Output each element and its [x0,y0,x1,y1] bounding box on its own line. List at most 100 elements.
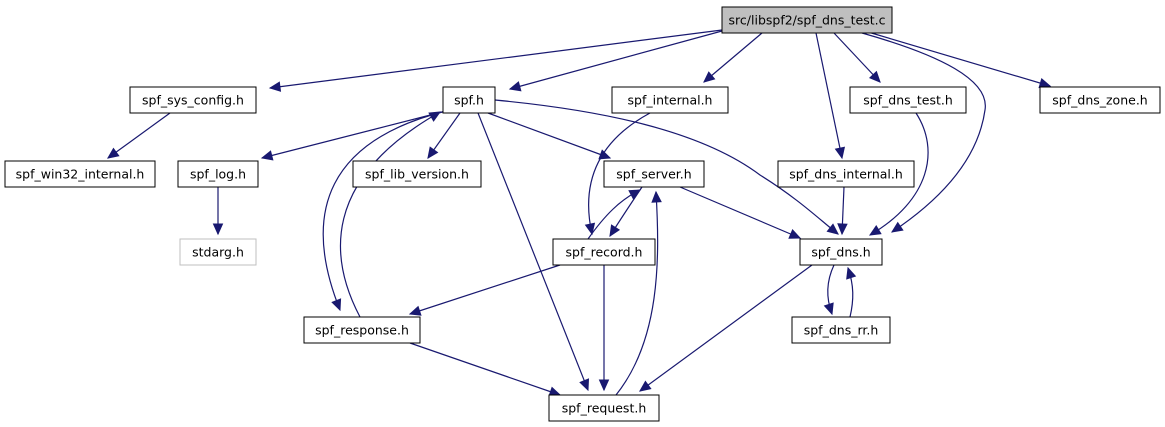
node-box [548,394,660,422]
edge-spf-dns-h-to-spf-request-h [639,264,813,392]
node-label: spf_dns_test.h [863,93,953,108]
node-box [177,160,259,188]
node-label: src/libspf2/spf_dns_test.c [729,13,886,28]
node-spf-dns-h[interactable]: spf_dns.h [799,238,883,266]
edge-spf-request-h-to-spf-server-h [615,191,659,396]
node-box [721,6,893,34]
node-box [849,86,967,114]
edge-spf-h-to-spf-request-h-arrowhead [579,378,590,392]
edge-spf-response-h-to-spf-h [339,111,441,318]
node-spf-internal-h[interactable]: spf_internal.h [611,86,729,114]
node-label: spf_response.h [315,323,409,338]
node-label: spf_dns_zone.h [1052,93,1147,108]
edge-spf-h-to-spf-request-h [477,112,589,391]
edge-spf-internal-h-to-spf-record-h-arrowhead [584,222,596,236]
edge-spf-h-to-spf-response-h [322,110,447,311]
node-box [611,86,729,114]
edge-spf-dns-test-h-to-spf-dns-h-arrowhead [868,225,882,236]
node-label: spf.h [454,93,484,108]
edge-src-libspf2-spf-dns-test-c-to-spf-dns-zone-h-arrowhead [1038,77,1052,89]
edge-src-libspf2-spf-dns-test-c-to-spf-dns-test-h [833,32,881,83]
node-box [129,86,257,114]
node-label: spf_win32_internal.h [16,167,145,182]
edge-spf-log-h-to-stdarg-h-arrowhead [212,223,224,236]
node-box [303,316,421,344]
edge-spf-record-h-to-spf-response-h-arrowhead [408,305,422,316]
edge-spf-h-to-spf-dns-h [494,99,839,235]
edge-src-libspf2-spf-dns-test-c-to-spf-dns-internal-h-arrowhead [834,146,846,160]
node-stdarg-h: stdarg.h [179,238,257,266]
node-label: stdarg.h [192,245,244,260]
node-box [799,238,883,266]
edge-src-libspf2-spf-dns-test-c-to-spf-h-arrowhead [508,81,522,92]
node-box [352,160,482,188]
node-box [603,160,705,188]
node-box [442,86,496,114]
edge-src-libspf2-spf-dns-test-c-to-spf-dns-zone-h [867,31,1051,87]
node-spf-dns-internal-h[interactable]: spf_dns_internal.h [777,160,915,188]
node-spf-server-h[interactable]: spf_server.h [603,160,705,188]
edge-spf-record-h-to-spf-server-h-arrowhead [628,189,642,200]
edge-src-libspf2-spf-dns-test-c-to-spf-h [509,30,723,90]
node-label: spf_dns_rr.h [804,323,879,338]
edge-src-libspf2-spf-dns-test-c-to-spf-dns-internal-h [815,32,843,159]
edge-src-libspf2-spf-dns-test-c-to-spf-dns-h [861,32,986,233]
node-label: spf_dns.h [811,245,870,260]
node-spf-response-h[interactable]: spf_response.h [303,316,421,344]
edge-spf-dns-internal-h-to-spf-dns-h-arrowhead [837,223,848,236]
node-label: spf_dns_internal.h [789,167,903,182]
node-src-libspf2-spf-dns-test-c[interactable]: src/libspf2/spf_dns_test.c [721,6,893,34]
edge-src-libspf2-spf-dns-test-c-to-spf-sys-config-h [269,29,723,89]
node-label: spf_internal.h [628,93,713,108]
edge-spf-sys-config-h-to-spf-win32-internal-h [107,112,171,159]
node-spf-sys-config-h[interactable]: spf_sys_config.h [129,86,257,114]
edge-spf-h-to-spf-response-h-arrowhead [331,298,342,312]
edge-spf-request-h-to-spf-server-h-arrowhead [651,190,662,203]
edge-spf-response-h-to-spf-request-h [409,342,561,396]
edge-spf-record-h-to-spf-request-h-arrowhead [598,379,610,392]
nodes-layer: src/libspf2/spf_dns_test.c spf_sys_config… [4,6,1161,422]
edge-src-libspf2-spf-dns-test-c-to-spf-dns-test-h-arrowhead [868,70,881,83]
node-spf-record-h[interactable]: spf_record.h [552,238,656,266]
edge-spf-h-to-spf-dns-h-arrowhead [826,223,839,235]
node-spf-dns-test-h[interactable]: spf_dns_test.h [849,86,967,114]
edge-src-libspf2-spf-dns-test-c-to-spf-internal-h-arrowhead [703,71,716,83]
node-label: spf_request.h [562,401,647,416]
node-label: spf_record.h [566,245,643,260]
edge-spf-dns-h-to-spf-dns-rr-h-arrowhead [823,302,834,316]
edge-src-libspf2-spf-dns-test-c-to-spf-dns-h-arrowhead [890,221,904,233]
node-label: spf_server.h [616,167,691,182]
edge-spf-h-to-spf-lib-version-h-arrowhead [427,146,439,159]
edge-src-libspf2-spf-dns-test-c-to-spf-internal-h [703,32,763,83]
node-spf-dns-rr-h[interactable]: spf_dns_rr.h [791,316,891,344]
edge-spf-dns-rr-h-to-spf-dns-h-arrowhead [846,266,857,280]
edge-spf-server-h-to-spf-dns-h [679,186,801,239]
edge-spf-dns-test-h-to-spf-dns-h [869,112,929,236]
node-box [1039,86,1161,114]
edge-spf-record-h-to-spf-response-h [409,264,561,315]
node-spf-log-h[interactable]: spf_log.h [177,160,259,188]
node-spf-request-h[interactable]: spf_request.h [548,394,660,422]
node-spf-h[interactable]: spf.h [442,86,496,114]
edge-spf-server-h-to-spf-dns-h-arrowhead [788,229,802,239]
edge-spf-sys-config-h-to-spf-win32-internal-h-arrowhead [107,147,120,159]
node-label: spf_log.h [190,167,246,182]
node-label: spf_sys_config.h [142,93,244,108]
edge-spf-server-h-to-spf-record-h-arrowhead [609,224,621,238]
node-box [791,316,891,344]
node-box [777,160,915,188]
node-label: spf_lib_version.h [365,167,469,182]
edge-spf-response-h-to-spf-h-arrowhead [428,111,442,122]
edge-spf-dns-h-to-spf-request-h-arrowhead [639,380,652,392]
edge-spf-h-to-spf-log-h [261,110,447,159]
node-spf-lib-version-h[interactable]: spf_lib_version.h [352,160,482,188]
node-spf-dns-zone-h[interactable]: spf_dns_zone.h [1039,86,1161,114]
edge-spf-internal-h-to-spf-record-h [588,112,651,235]
node-box [552,238,656,266]
node-box [4,160,156,188]
node-spf-win32-internal-h[interactable]: spf_win32_internal.h [4,160,156,188]
node-box [179,238,257,266]
edge-spf-h-to-spf-log-h-arrowhead [260,150,274,161]
edge-src-libspf2-spf-dns-test-c-to-spf-sys-config-h-arrowhead [268,81,282,92]
